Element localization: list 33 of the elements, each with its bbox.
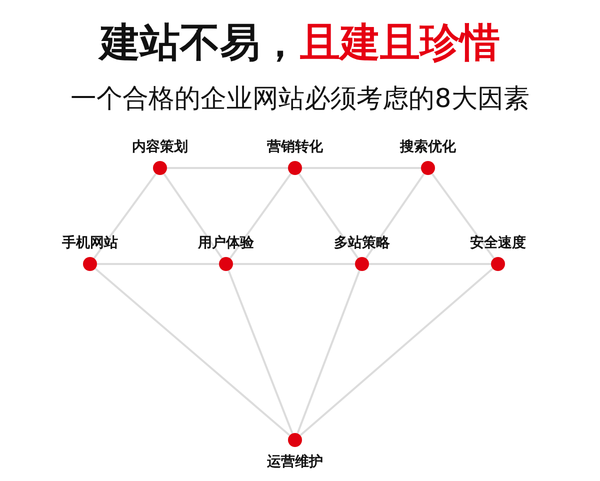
connector-line [296,270,360,434]
node-dot [491,257,505,271]
node-label: 运营维护 [266,453,324,471]
connector-line [167,167,288,169]
node-label: 用户体验 [196,234,255,252]
connector-line [93,173,157,259]
connector-line [365,173,425,259]
node-label: 营销转化 [266,138,324,156]
node-label: 多站策略 [333,234,391,252]
connector-line [229,173,292,259]
node-dot [355,257,369,271]
node-dot [153,161,167,175]
node-label: 安全速度 [469,234,527,252]
connector-line [97,263,219,265]
connector-line [163,173,223,259]
node-label: 手机网站 [61,234,119,252]
connector-line [302,167,421,169]
node-dot [288,433,302,447]
node-dot [288,161,302,175]
connector-line [94,268,290,436]
title: 建站不易，且建且珍惜 [97,19,501,68]
connector-line [233,263,355,265]
node-dot [83,257,97,271]
connector-line [369,263,491,265]
node-dot [421,161,435,175]
subtitle: 一个合格的企业网站必须考虑的8大因素 [70,83,530,116]
node-label: 内容策划 [131,138,189,156]
connector-line [298,173,359,259]
connector-line [431,173,495,259]
node-label: 搜索优化 [398,138,457,156]
connector-line [300,268,494,436]
node-dot [219,257,233,271]
connector-line [228,270,294,434]
